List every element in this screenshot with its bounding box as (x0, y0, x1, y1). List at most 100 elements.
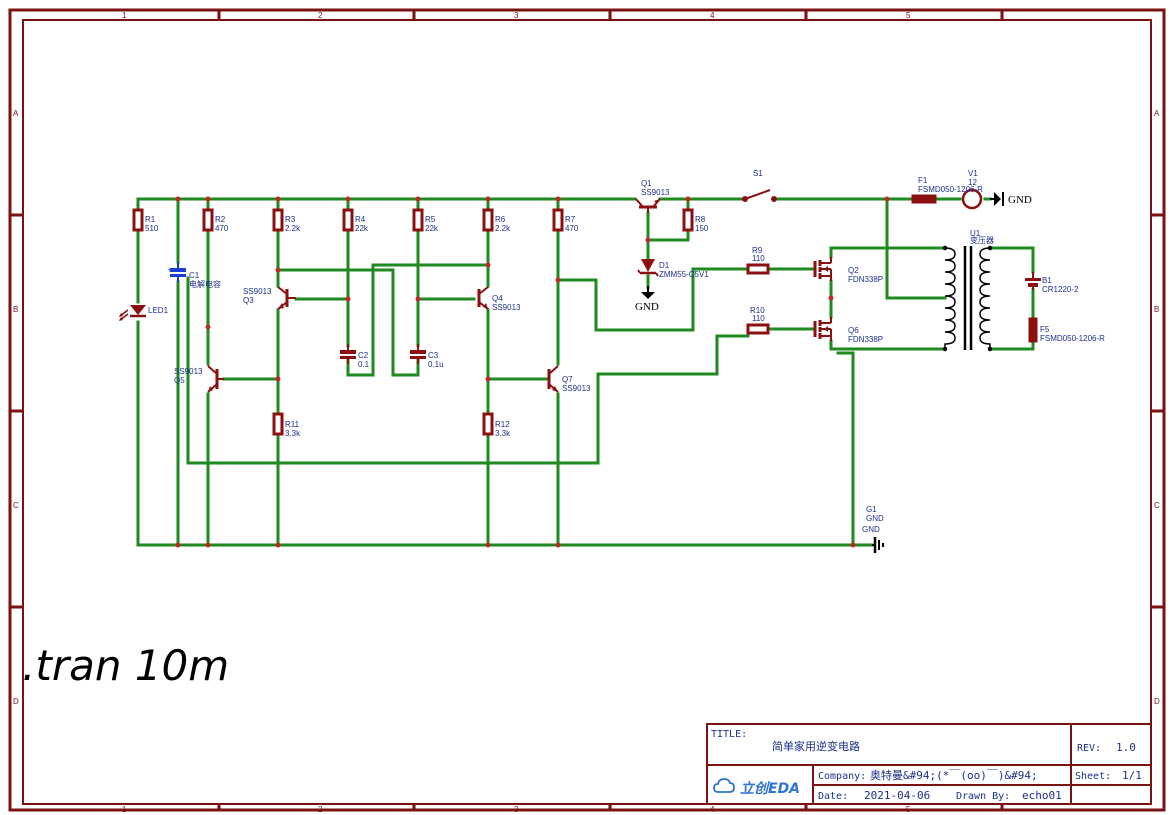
label-r6-ref: R6 (495, 215, 506, 224)
resistor-r1[interactable] (132, 208, 144, 232)
label-q3-val: SS9013 (243, 287, 272, 296)
row-label: D (1154, 697, 1160, 706)
resistor-r3[interactable] (272, 208, 284, 232)
col-label: 3 (514, 11, 519, 20)
capacitors[interactable] (340, 344, 426, 364)
label-c1-val: 电解电容 (189, 279, 221, 289)
transistor-q5[interactable] (207, 365, 224, 393)
resistor-r11[interactable] (272, 412, 284, 436)
row-label: C (13, 501, 19, 510)
label-r3-val: 2.2k (285, 224, 301, 233)
mosfets[interactable] (813, 257, 832, 341)
label-q1-val: SS9013 (641, 188, 670, 197)
resistor-r4[interactable] (342, 208, 354, 232)
grid-labels: 1 2 3 4 5 1 2 3 4 5 A B C D A B C D (13, 11, 1160, 814)
fuse-f1[interactable] (911, 194, 937, 204)
resistor-r9[interactable] (746, 263, 770, 275)
transistors[interactable] (207, 198, 661, 393)
fuse-f5[interactable] (1028, 317, 1038, 343)
label-r5-val: 22k (425, 224, 439, 233)
lceda-logo: 立创EDA (713, 778, 800, 797)
label-r6-val: 2.2k (495, 224, 511, 233)
label-r3-ref: R3 (285, 215, 296, 224)
resistor-r6[interactable] (482, 208, 494, 232)
title-text: 简单家用逆变电路 (772, 739, 860, 753)
label-r12-ref: R12 (495, 420, 510, 429)
label-g1-val: GND (866, 514, 884, 523)
label-u1-val: 变压器 (970, 235, 994, 245)
led1[interactable] (119, 305, 146, 321)
label-c3-ref: C3 (428, 351, 439, 360)
rev-value: 1.0 (1116, 741, 1136, 754)
label-r9-ref: R9 (752, 246, 763, 255)
resistor-r5[interactable] (412, 208, 424, 232)
date-value: 2021-04-06 (864, 789, 930, 802)
label-q2-ref: Q2 (848, 266, 859, 275)
label-v1-ref: V1 (968, 169, 978, 178)
row-label: D (13, 697, 19, 706)
transistor-q1[interactable] (635, 198, 661, 213)
company-value: 奥特曼&#94;(*￣(oo)￣)&#94; (870, 768, 1038, 782)
title-label: TITLE: (711, 729, 747, 740)
label-f5-val: FSMD050-1206-R (1040, 334, 1105, 343)
label-q4-val: SS9013 (492, 303, 521, 312)
drawing-frame (8, 8, 1166, 812)
col-label: 5 (906, 11, 911, 20)
resistors[interactable] (132, 208, 770, 436)
label-b1-val: CR1220-2 (1042, 285, 1079, 294)
label-r4-ref: R4 (355, 215, 366, 224)
cloud-icon (713, 778, 735, 793)
capacitor-c2[interactable] (340, 344, 356, 364)
resistor-r8[interactable] (682, 208, 694, 232)
svg-text:+: + (167, 266, 173, 274)
mosfet-q2[interactable] (813, 257, 832, 281)
resistor-r10[interactable] (746, 323, 770, 335)
zener-d1[interactable] (637, 259, 659, 277)
source-v1[interactable] (961, 188, 983, 210)
label-gnd-d1: GND (635, 301, 659, 313)
resistor-r12[interactable] (482, 412, 494, 436)
label-gnd-v1: GND (1008, 194, 1032, 206)
label-q6-val: FDN338P (848, 335, 883, 344)
label-b1-ref: B1 (1042, 276, 1052, 285)
label-r7-val: 470 (565, 224, 579, 233)
col-label: 2 (318, 805, 323, 814)
col-label: 4 (710, 11, 715, 20)
transformer-u1[interactable] (942, 245, 993, 352)
drawn-label: Drawn By: (956, 791, 1010, 802)
col-label: 4 (710, 805, 715, 814)
label-r11-val: 3.3k (285, 429, 301, 438)
label-r12-val: 3.3k (495, 429, 511, 438)
row-label: B (13, 305, 18, 314)
label-c3-val: 0.1u (428, 360, 444, 369)
col-label: 5 (906, 805, 911, 814)
resistor-r7[interactable] (552, 208, 564, 232)
label-f5-ref: F5 (1040, 325, 1050, 334)
transistor-q3[interactable] (277, 286, 296, 310)
label-q6-ref: Q6 (848, 326, 859, 335)
label-c2-val: 0.1 (358, 360, 370, 369)
label-q2-val: FDN338P (848, 275, 883, 284)
label-u1-ref: U1 (970, 229, 981, 238)
row-label: A (13, 109, 19, 118)
mosfet-q6[interactable] (813, 317, 832, 341)
col-label: 3 (514, 805, 519, 814)
label-f1-val: FSMD050-1206-R (918, 185, 983, 194)
gnd-symbol-d1 (641, 286, 655, 299)
resistor-r2[interactable] (202, 208, 214, 232)
transistor-q7[interactable] (547, 365, 559, 393)
wires[interactable] (136, 197, 1035, 547)
company-label: Company: (818, 771, 866, 782)
capacitor-c3[interactable] (410, 344, 426, 364)
transistor-q4[interactable] (477, 286, 489, 310)
label-q4-ref: Q4 (492, 294, 503, 303)
capacitor-c1[interactable]: + (167, 262, 186, 282)
label-f1-ref: F1 (918, 176, 928, 185)
col-label: 1 (122, 11, 127, 20)
switch-s1[interactable] (742, 189, 777, 202)
spice-directive[interactable]: .tran 10m (22, 641, 229, 690)
battery-b1[interactable] (1025, 272, 1041, 290)
label-r1-val: 510 (145, 224, 159, 233)
ground-g1[interactable] (872, 537, 884, 553)
